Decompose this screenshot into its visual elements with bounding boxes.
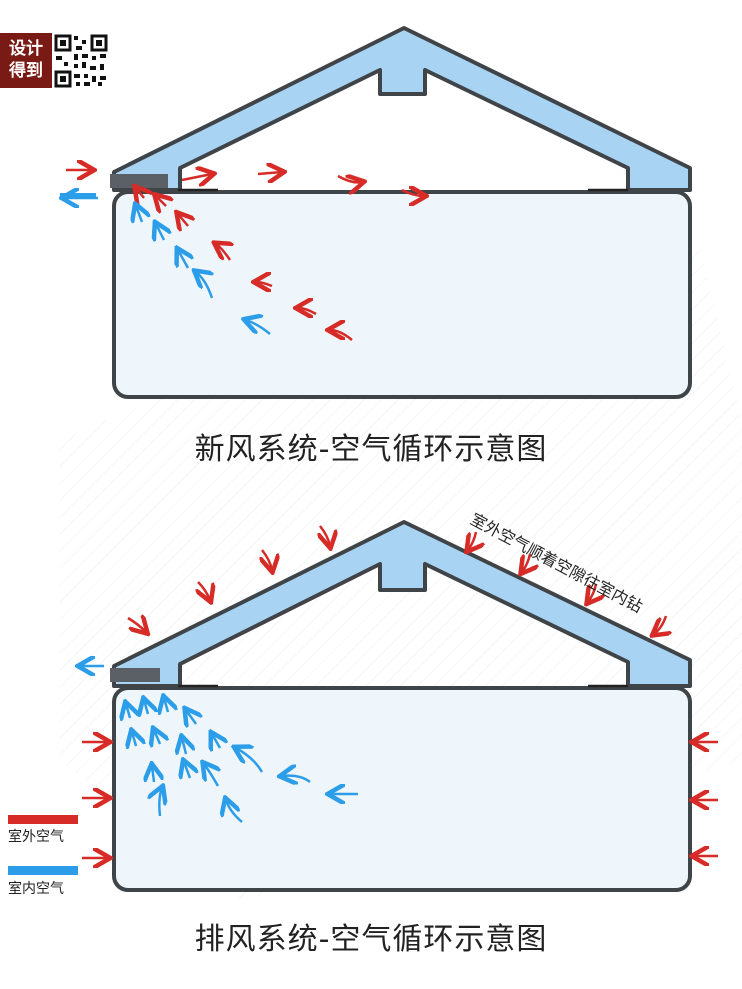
outdoor-air-arrows-2	[82, 525, 718, 858]
legend-indoor-swatch	[8, 866, 78, 875]
room-2	[112, 686, 692, 892]
logo-line-2: 得到	[9, 61, 43, 81]
house-diagram-1	[60, 26, 692, 399]
logo: 设计 得到	[0, 33, 52, 88]
indoor-air-arrows-1	[64, 198, 271, 335]
house-diagram-2	[110, 520, 692, 892]
legend-outdoor-swatch	[8, 815, 78, 824]
logo-line-1: 设计	[9, 39, 43, 59]
diagram-1-caption: 新风系统-空气循环示意图	[194, 432, 548, 467]
roof-2	[112, 520, 692, 688]
qr-code-icon	[54, 34, 108, 88]
room-1	[112, 190, 692, 399]
roof-1	[112, 26, 692, 192]
diagram-2-caption: 排风系统-空气循环示意图	[194, 922, 548, 957]
vent-unit-1	[110, 174, 168, 188]
indoor-air-arrows-2	[80, 666, 358, 823]
outdoor-air-arrows-1	[66, 170, 424, 341]
vent-unit-2	[110, 668, 160, 682]
legend-outdoor-label: 室外空气	[8, 829, 64, 845]
legend-indoor-label: 室内空气	[8, 881, 64, 897]
